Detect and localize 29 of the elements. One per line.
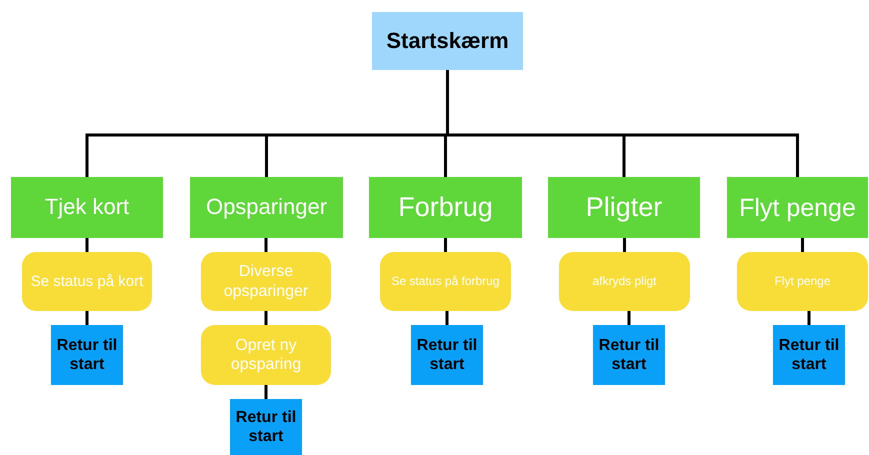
- connector-line: [628, 311, 630, 325]
- connector-line: [86, 311, 88, 325]
- action-box: Se status på forbrug: [380, 252, 511, 311]
- connector-line: [808, 311, 810, 325]
- return-box: Retur til start: [230, 399, 302, 455]
- return-box: Retur til start: [411, 325, 483, 385]
- connector-line: [444, 238, 447, 252]
- connector-line: [264, 238, 268, 252]
- connector-line: [264, 311, 268, 325]
- menu-box: Pligter: [548, 177, 700, 238]
- menu-box: Tjek kort: [11, 177, 163, 238]
- menu-box: Flyt penge: [727, 177, 868, 238]
- connector-line: [623, 238, 626, 252]
- action-box: afkryds pligt: [559, 252, 690, 311]
- connector-line: [446, 70, 799, 177]
- action-box: Diverse opsparinger: [201, 252, 331, 311]
- connector-line: [86, 238, 88, 252]
- menu-box: Forbrug: [369, 177, 522, 238]
- start-screen-box: Startskærm: [372, 12, 523, 70]
- return-box: Retur til start: [773, 325, 845, 385]
- connector-line: [801, 238, 804, 252]
- action-box: Se status på kort: [22, 252, 152, 311]
- menu-box: Opsparinger: [190, 177, 343, 238]
- action-box: Opret ny opsparing: [201, 325, 331, 385]
- action-box: Flyt penge: [737, 252, 868, 311]
- connector-line: [446, 311, 448, 325]
- return-box: Retur til start: [593, 325, 665, 385]
- connector-line: [264, 385, 268, 399]
- return-box: Retur til start: [51, 325, 123, 385]
